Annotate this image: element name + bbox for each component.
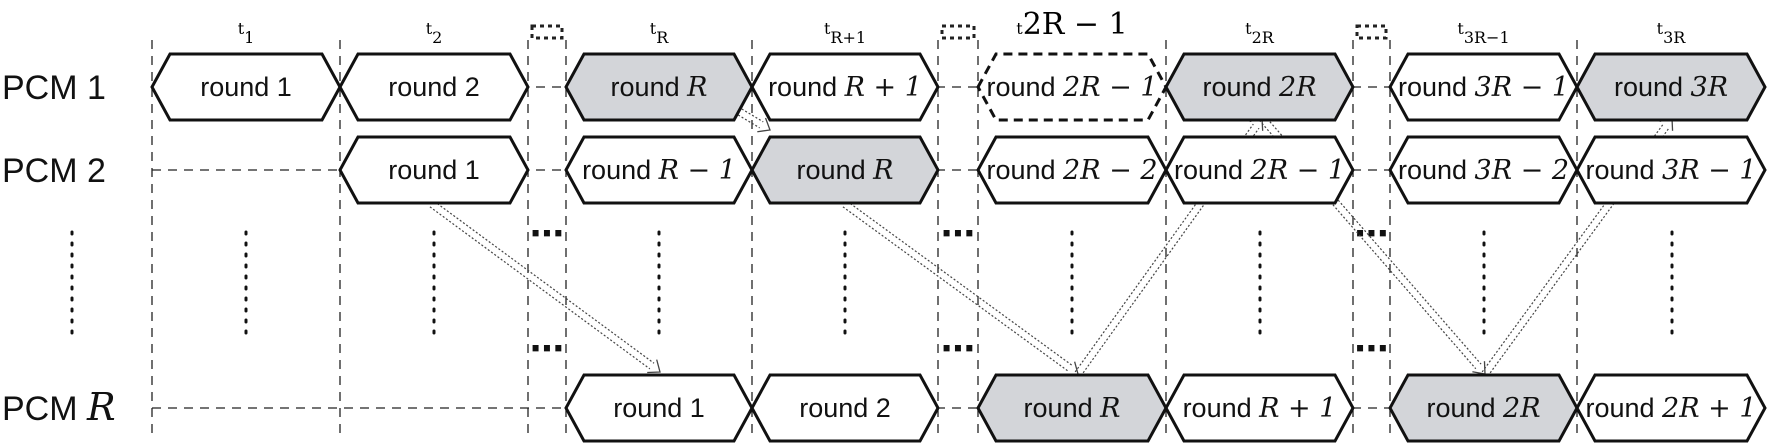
hexagon — [1575, 373, 1767, 443]
round-label: round R — [797, 155, 894, 186]
round-cell-pcmR-1: round 2 — [750, 373, 940, 443]
round-label: round 3R − 1 — [1398, 72, 1569, 103]
round-label: round 2R − 1 — [986, 72, 1157, 103]
ellipsis-mark: ⋯ — [530, 329, 564, 369]
round-cell-pcmR-0: round 1 — [564, 373, 754, 443]
round-cell-pcm2-1: round R − 1 — [564, 135, 754, 205]
round-label: round 1 — [200, 72, 292, 102]
round-label: round 2R + 1 — [1585, 393, 1756, 424]
row-label: PCM 2 — [2, 152, 106, 190]
ellipsis-mark: ⋯ — [941, 214, 975, 254]
round-cell-pcm1-0: round 1 — [150, 52, 342, 122]
round-cells: round 1 round 2 round R round R + 1 round 2R… — [150, 52, 1767, 443]
ellipsis-gap-columns: ⋯ ⋯ ⋯ ⋯ ⋯ ⋯ — [530, 24, 1389, 369]
round-cell-pcm2-5: round 3R − 2 — [1388, 135, 1579, 205]
hexagon — [1575, 135, 1767, 205]
hexagon — [1164, 52, 1355, 122]
column-header: t3R — [1657, 19, 1687, 47]
ellipsis-mark: ⋯ — [530, 214, 564, 254]
row-labels: PCM 1 PCM 2 PCM R — [2, 69, 116, 429]
round-cell-pcm1-2: round R — [564, 52, 754, 122]
round-label: round R — [611, 72, 708, 103]
column-header: t2 — [426, 19, 443, 47]
round-cell-pcm1-7: round 3R — [1575, 52, 1767, 122]
column-header: t3R−1 — [1457, 19, 1509, 47]
row-label: PCM R — [2, 385, 116, 429]
round-label: round 2R − 1 — [1174, 155, 1345, 186]
round-cell-pcm1-5: round 2R — [1164, 52, 1355, 122]
round-label: round 2R — [1426, 393, 1540, 424]
round-cell-pcm2-6: round 3R − 1 — [1575, 135, 1767, 205]
column-dividers — [151, 40, 1578, 440]
round-cell-pcm1-1: round 2 — [338, 52, 530, 122]
ellipsis-mark: ⋯ — [1355, 329, 1389, 369]
hexagon — [1164, 135, 1355, 205]
transfer-arrows — [429, 108, 1674, 377]
round-label: round 3R — [1614, 72, 1728, 103]
round-cell-pcmR-3: round R + 1 — [1164, 373, 1355, 443]
round-label: round R — [1024, 393, 1121, 424]
round-label: round 2R − 2 — [986, 155, 1157, 186]
ellipsis-mark: ⋯ — [1355, 214, 1389, 254]
round-label: round 1 — [388, 155, 480, 185]
row-label: PCM 1 — [2, 69, 106, 107]
round-label: round 3R − 2 — [1398, 155, 1569, 186]
hexagon — [750, 52, 940, 122]
round-cell-pcmR-4: round 2R — [1388, 373, 1579, 443]
hexagon — [750, 373, 940, 443]
column-header: t2R − 1 — [1016, 7, 1127, 42]
gap-box-top — [940, 24, 976, 40]
column-headers: t1 t2 tR tR+1 t2R − 1 t2R t3R−1 t3R — [238, 7, 1687, 47]
round-label: round 2 — [799, 393, 891, 423]
vertical-continuation-dots — [70, 230, 1674, 337]
round-cell-pcm2-0: round 1 — [338, 135, 530, 205]
ellipsis-mark: ⋯ — [941, 329, 975, 369]
column-header: t2R — [1245, 19, 1275, 47]
round-label: round R + 1 — [1183, 393, 1337, 424]
transfer-arrow — [429, 200, 661, 374]
round-cell-pcm2-4: round 2R − 1 — [1164, 135, 1355, 205]
round-label: round 3R − 1 — [1585, 155, 1756, 186]
round-cell-pcm2-2: round R — [750, 135, 940, 205]
gap-box-top — [530, 24, 564, 40]
round-cell-pcm1-6: round 3R − 1 — [1388, 52, 1579, 122]
hexagon — [750, 135, 940, 205]
hexagon — [1575, 52, 1767, 122]
round-label: round 2 — [388, 72, 480, 102]
round-label: round 2R — [1202, 72, 1316, 103]
column-header: tR — [650, 19, 669, 47]
gap-box-top — [1355, 24, 1388, 40]
transfer-arrow — [737, 108, 771, 133]
round-cell-pcmR-2: round R — [976, 373, 1168, 443]
column-header: t1 — [238, 19, 255, 47]
round-cell-pcm1-3: round R + 1 — [750, 52, 940, 122]
round-cell-pcm2-3: round 2R − 2 — [976, 135, 1168, 205]
round-cell-pcm1-4: round 2R − 1 — [976, 52, 1168, 122]
round-label: round R + 1 — [768, 72, 922, 103]
hexagon — [338, 52, 530, 122]
round-label: round 1 — [613, 393, 705, 423]
round-cell-pcmR-5: round 2R + 1 — [1575, 373, 1767, 443]
round-label: round R − 1 — [582, 155, 736, 186]
hexagon — [338, 135, 530, 205]
column-header: tR+1 — [824, 19, 866, 47]
hexagon — [1164, 373, 1355, 443]
